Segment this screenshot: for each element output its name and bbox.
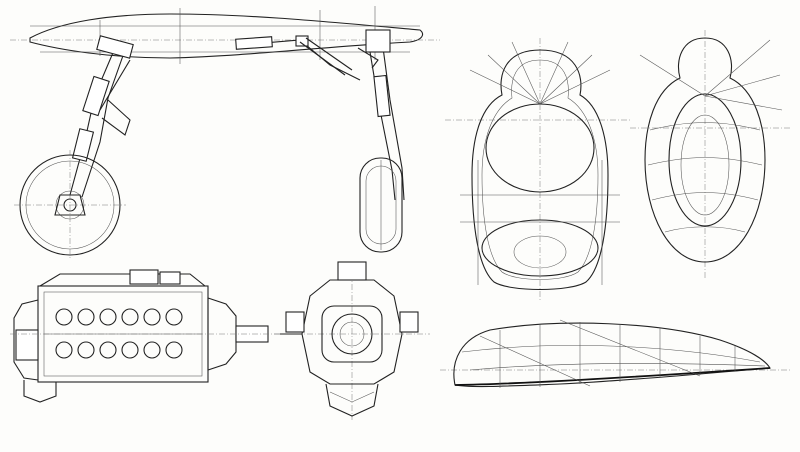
cylinder-row-lower — [55, 341, 183, 359]
cylinder-row-upper — [55, 308, 183, 326]
engine-top-cover — [39, 273, 206, 287]
gear-wing-profile — [29, 13, 424, 59]
gear-housing — [321, 305, 383, 363]
upper-gear-mount — [96, 35, 134, 59]
gear-oleo — [82, 75, 110, 117]
nacelle-lower-edge — [454, 367, 771, 386]
rear-section-inner — [668, 93, 742, 227]
fuselage-section-rear — [630, 30, 790, 280]
fuselage-section-front — [445, 38, 630, 300]
lower-duct — [481, 219, 599, 277]
engine-side-view — [10, 269, 285, 403]
forward-gear-strut — [69, 47, 126, 198]
landing-gear-view — [10, 6, 440, 258]
supercharger — [13, 299, 39, 381]
nacelle-outline — [453, 322, 771, 388]
rear-section-outer-contour — [644, 37, 766, 263]
reduction-gearbox — [207, 297, 237, 371]
prop-shaft-flange — [331, 313, 373, 355]
main-gear-mount — [365, 29, 391, 53]
engine-front-view — [274, 261, 430, 420]
main-gear-strut — [367, 39, 405, 201]
nacelle-side-profile — [440, 319, 790, 388]
actuator-cylinder — [235, 36, 273, 50]
main-wheel-side — [359, 157, 403, 253]
fuselage-outer-contour — [471, 49, 609, 291]
